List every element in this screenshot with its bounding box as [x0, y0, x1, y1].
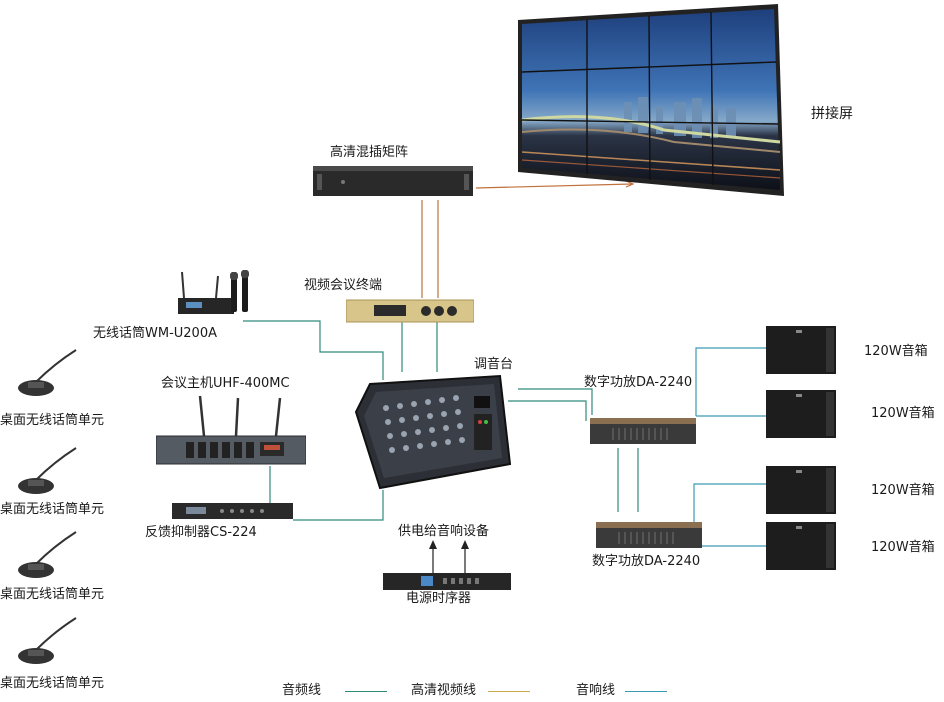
speaker-4-label: 120W音箱	[871, 540, 935, 555]
power-sequencer-device	[383, 572, 511, 592]
speaker-line-3	[693, 483, 766, 540]
speaker-3	[766, 466, 836, 516]
legend-speaker-label: 音响线	[576, 683, 616, 698]
desk-mic-4	[14, 614, 80, 666]
hd-matrix-label: 高清混插矩阵	[330, 145, 409, 160]
audio-line-wireless-mic	[243, 320, 384, 380]
power-arrow-1-head	[429, 540, 437, 549]
audio-line-feedback-to-mixer	[293, 490, 384, 521]
desk-mic-1-label: 桌面无线话筒单元	[0, 413, 105, 428]
mixer-device	[350, 372, 512, 490]
speaker-3-label: 120W音箱	[871, 483, 935, 498]
legend-hd-video-label: 高清视频线	[411, 683, 477, 698]
mixer-label: 调音台	[474, 357, 514, 372]
splice-screen	[514, 2, 786, 196]
amp-top-device	[590, 416, 696, 446]
legend-audio-swatch	[345, 691, 387, 692]
speaker-2-label: 120W音箱	[871, 406, 935, 421]
legend-speaker-swatch	[625, 691, 667, 692]
feedback-suppressor-device	[172, 502, 293, 520]
splice-screen-label: 拼接屏	[811, 106, 853, 122]
hd-matrix-device	[313, 164, 473, 198]
amp-bottom-device	[596, 520, 702, 550]
conference-host-label: 会议主机UHF-400MC	[161, 376, 290, 391]
power-arrow-2-head	[461, 540, 469, 549]
video-line-matrix-to-screen	[475, 183, 633, 189]
video-terminal-label: 视频会议终端	[304, 278, 383, 293]
speaker-1	[766, 326, 836, 376]
legend-hd-video-swatch	[488, 691, 530, 692]
power-supply-note: 供电给音响设备	[398, 524, 490, 539]
legend-audio-label: 音频线	[282, 683, 322, 698]
desk-mic-2	[14, 444, 80, 496]
wireless-mic-label: 无线话筒WM-U200A	[93, 326, 217, 341]
desk-mic-1	[14, 346, 80, 398]
audio-line-mixer-amp-2	[508, 400, 587, 421]
desk-mic-3-label: 桌面无线话筒单元	[0, 587, 105, 602]
desk-mic-4-label: 桌面无线话筒单元	[0, 676, 105, 691]
power-sequencer-label: 电源时序器	[406, 591, 472, 606]
speaker-4	[766, 522, 836, 572]
feedback-suppressor-label: 反馈抑制器CS-224	[145, 525, 257, 540]
amp-top-label: 数字功放DA-2240	[584, 375, 693, 390]
speaker-2	[766, 390, 836, 440]
speaker-1-label: 120W音箱	[864, 344, 928, 359]
video-terminal-device	[345, 298, 475, 324]
wireless-mic-receiver	[176, 268, 252, 318]
video-wall-image	[518, 4, 784, 196]
conference-host-device	[155, 394, 307, 466]
amp-bottom-label: 数字功放DA-2240	[592, 554, 701, 569]
arrow-head	[625, 180, 635, 188]
audio-line-mixer-amp-1	[518, 388, 593, 415]
desk-mic-3	[14, 528, 80, 580]
desk-mic-2-label: 桌面无线话筒单元	[0, 502, 105, 517]
speaker-line-1	[695, 347, 766, 416]
